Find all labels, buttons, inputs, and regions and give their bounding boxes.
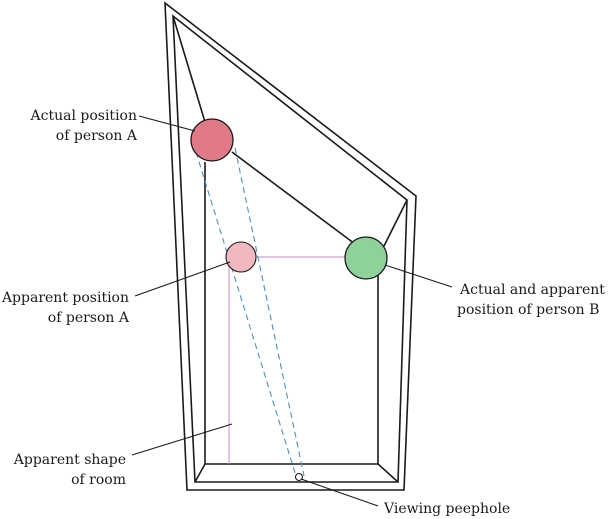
person-b-marker: [344, 236, 388, 280]
peephole-marker: [294, 472, 304, 482]
label-actual-a-line2: of person A: [56, 128, 138, 144]
corner-line-bottom-left: [194, 463, 206, 483]
sightline-right: [234, 147, 305, 477]
leader-apparent-room: [131, 423, 233, 456]
room-back-wall: [204, 200, 379, 465]
corner-line-top-left: [172, 15, 206, 123]
label-person-b-line2: position of person B: [457, 302, 599, 318]
label-apparent-room-line1: Apparent shape: [13, 452, 126, 468]
label-apparent-a-line1: Apparent position: [1, 290, 129, 306]
corner-line-top-right: [381, 199, 408, 251]
label-apparent-a-line2: of person A: [48, 310, 130, 326]
leader-apparent-a: [134, 261, 231, 297]
person-a-apparent-marker: [225, 241, 257, 273]
person-a-actual-marker: [190, 118, 234, 162]
label-apparent-room-line2: of room: [71, 472, 126, 488]
corner-line-bottom-right: [377, 463, 399, 483]
corner-line-diagonal: [231, 151, 356, 245]
room-outer-wall: [164, 1, 417, 491]
leader-actual-a: [138, 115, 196, 132]
sightline-left: [195, 151, 297, 477]
leader-person-b: [384, 264, 453, 288]
label-person-b-line1: Actual and apparent: [459, 282, 605, 298]
label-peephole: Viewing peephole: [383, 501, 510, 517]
label-actual-a-line1: Actual position: [30, 108, 137, 124]
leader-peephole: [300, 478, 379, 507]
